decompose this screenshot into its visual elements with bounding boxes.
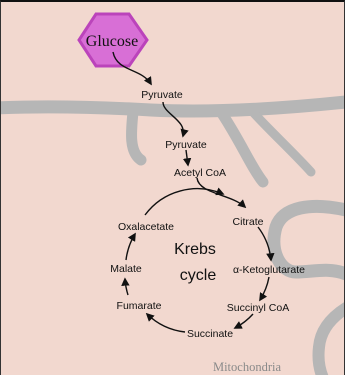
arc-succinylcoa-to-succinate [235,314,253,328]
arrow-pyruvate-to-acetylcoa [186,150,188,165]
krebs-title-line1: Krebs [174,241,216,258]
krebs-title-line2: cycle [180,267,217,284]
alpha-ketoglutarate-label: α-Ketoglutarate [233,264,305,276]
malate-label: Malate [110,263,142,275]
pyruvate-matrix-label: Pyruvate [165,139,207,151]
oxalacetate-label: Oxalacetate [118,221,174,233]
mitochondria-label: Mitochondria [213,360,281,374]
arc-fumarate-to-malate [125,279,128,295]
arc-ketoglutarate-to-succinylcoa [260,277,269,300]
fumarate-label: Fumarate [117,300,162,312]
succinate-label: Succinate [187,328,233,340]
acetyl-coa-label: Acetyl CoA [174,167,226,179]
arc-malate-to-oxalacetate [126,234,135,260]
pyruvate-cytosol-label: Pyruvate [141,89,183,101]
arc-succinate-to-fumarate [147,314,185,332]
citrate-label: Citrate [233,216,264,228]
glucose-label: Glucose [86,33,138,50]
succinyl-coa-label: Succinyl CoA [227,302,289,314]
arc-oxalacetate-to-citrate [145,189,223,215]
